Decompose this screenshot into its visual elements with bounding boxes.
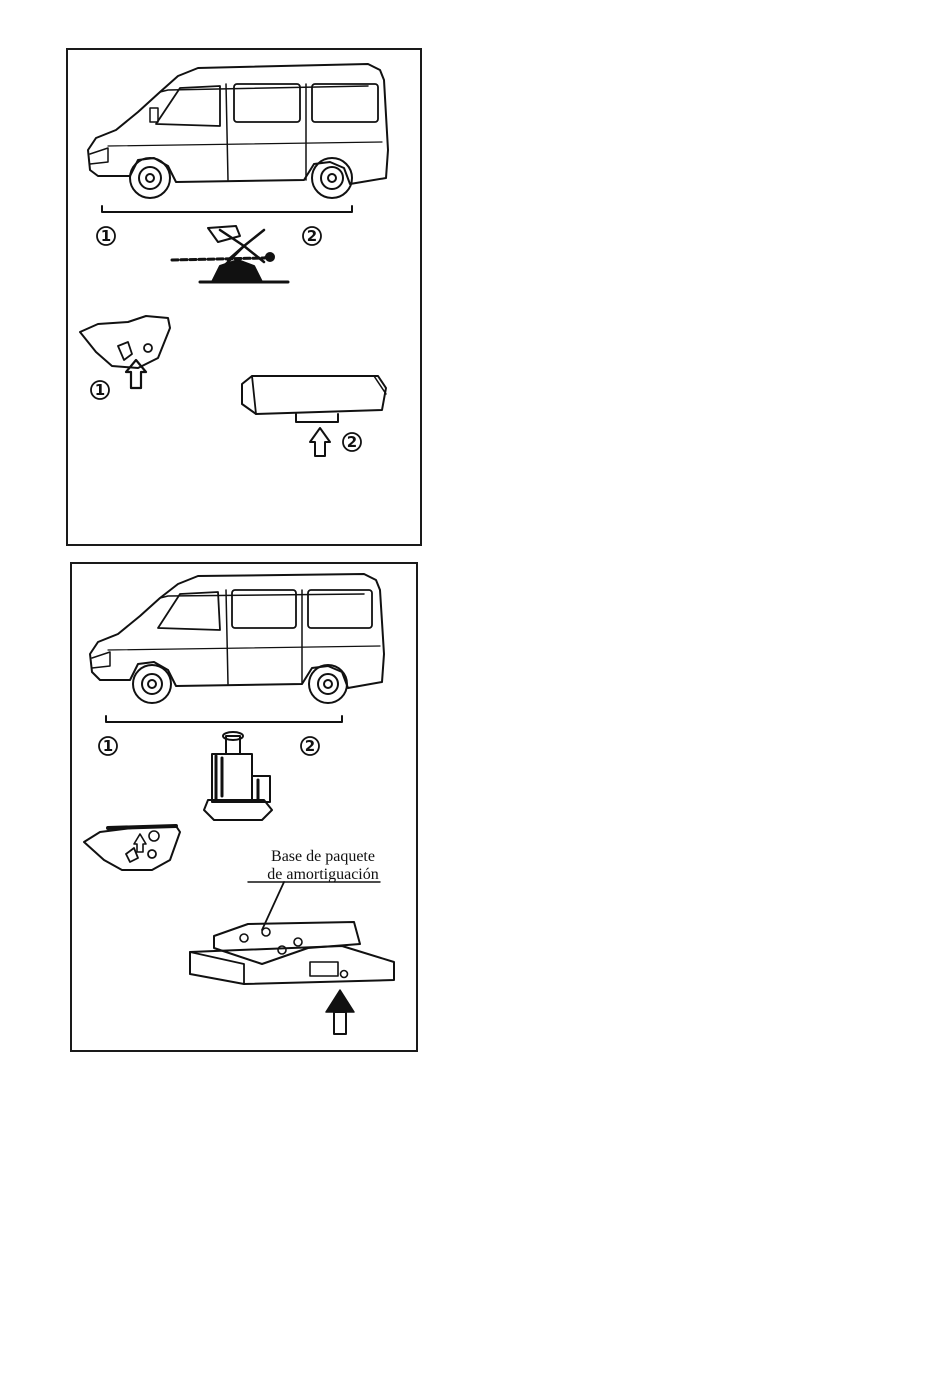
point-marker-2: 2 bbox=[301, 737, 319, 755]
scissor-jack-icon bbox=[172, 226, 288, 282]
lift-point-2-detail bbox=[242, 376, 386, 422]
svg-text:1: 1 bbox=[103, 737, 113, 755]
wheelbase-bracket bbox=[102, 206, 352, 212]
damper-base-callout: Base de paquete de amortiguación bbox=[248, 848, 398, 884]
callout-line-1: Base de paquete bbox=[248, 848, 398, 866]
point-marker-1-detail: 1 bbox=[91, 381, 109, 399]
up-arrow-icon bbox=[310, 428, 330, 456]
svg-text:2: 2 bbox=[305, 737, 315, 755]
svg-text:2: 2 bbox=[347, 433, 357, 451]
lift-point-1-detail bbox=[80, 316, 170, 368]
van-illustration bbox=[90, 574, 384, 703]
svg-text:2: 2 bbox=[307, 227, 317, 245]
point-marker-2: 2 bbox=[303, 227, 321, 245]
scissor-jack-diagram: 1 2 1 bbox=[68, 50, 420, 544]
wheelbase-bracket bbox=[106, 716, 342, 722]
van-illustration bbox=[88, 64, 388, 198]
callout-line-2: de amortiguación bbox=[248, 866, 398, 884]
bottle-jack-diagram: 1 2 bbox=[72, 564, 416, 1050]
up-arrow-icon bbox=[326, 990, 354, 1034]
svg-text:1: 1 bbox=[101, 227, 111, 245]
scissor-jack-panel: 1 2 1 bbox=[66, 48, 422, 546]
bottle-jack-icon bbox=[204, 732, 272, 820]
point-marker-1: 1 bbox=[97, 227, 115, 245]
lift-point-1-detail bbox=[84, 826, 180, 870]
point-marker-1: 1 bbox=[99, 737, 117, 755]
bottle-jack-panel: 1 2 bbox=[70, 562, 418, 1052]
svg-text:1: 1 bbox=[95, 381, 105, 399]
damper-base-detail bbox=[190, 922, 394, 984]
up-arrow-icon bbox=[126, 360, 146, 388]
point-marker-2-detail: 2 bbox=[343, 433, 361, 451]
